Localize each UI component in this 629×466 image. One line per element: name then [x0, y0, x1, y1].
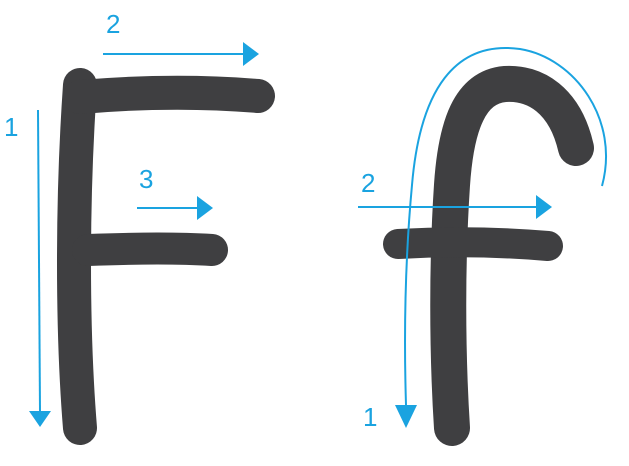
stroke-number-f-lower-2: 2: [361, 168, 375, 198]
stroke-number-f-upper-1: 1: [4, 112, 18, 142]
letter-f-upper-middle-bar: [72, 232, 228, 266]
letter-f-upper-top-bar: [63, 75, 275, 114]
stroke-guides-uppercase-f: [29, 42, 259, 427]
stroke-guide-f-lower-2: [358, 195, 552, 219]
stroke-number-f-upper-2: 2: [106, 9, 120, 39]
letter-f-lower-main-stroke: [430, 65, 594, 446]
stroke-guide-f-upper-2: [103, 42, 259, 66]
letter-uppercase-f: [57, 68, 275, 445]
stroke-number-f-lower-1: 1: [363, 402, 377, 432]
stroke-guide-f-lower-1: [395, 46, 607, 428]
stroke-number-f-upper-3: 3: [139, 164, 153, 194]
arrow-down-icon: [29, 411, 51, 427]
arrow-right-icon: [197, 196, 213, 220]
letter-lowercase-f: [383, 65, 594, 446]
stroke-guide-f-upper-3: [137, 196, 213, 220]
arrow-right-icon: [536, 195, 552, 219]
arrow-right-icon: [243, 42, 259, 66]
arrow-down-icon: [395, 405, 417, 428]
letter-f-upper-vertical-stroke: [57, 68, 97, 445]
stroke-guide-f-upper-1: [29, 109, 51, 427]
letter-f-lower-crossbar: [383, 227, 563, 261]
stroke-guides-lowercase-f: [358, 46, 607, 428]
